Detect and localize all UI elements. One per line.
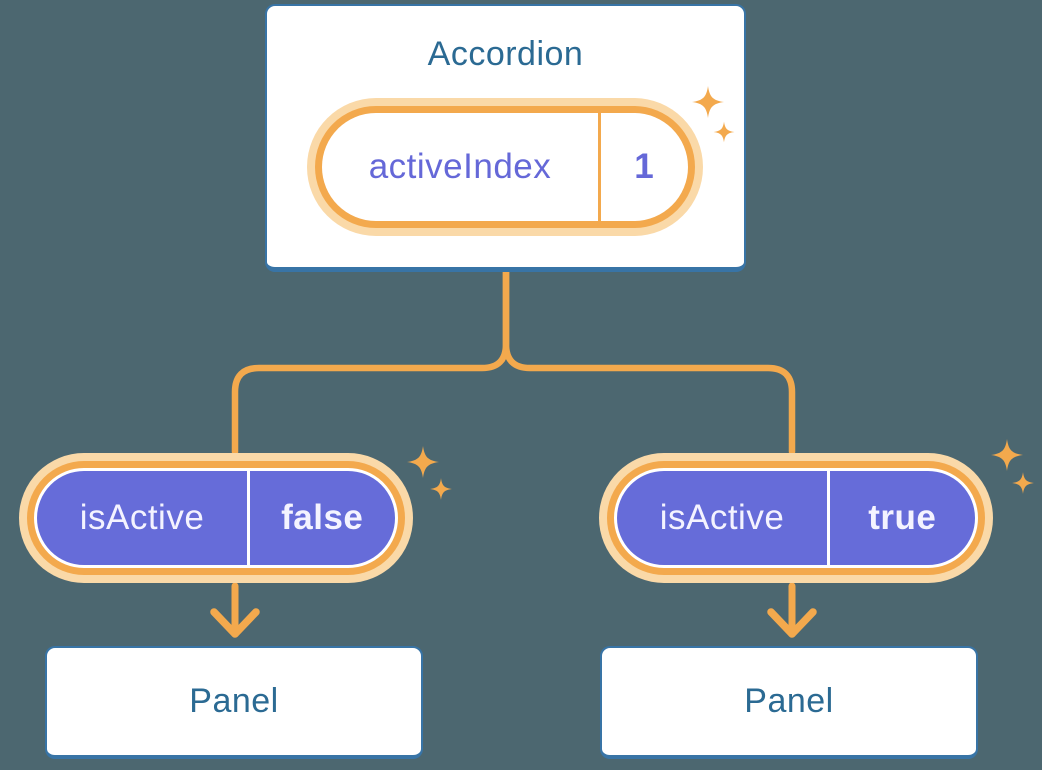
panel-title: Panel [744,682,834,720]
sparkles-icon [991,439,1034,494]
state-value-label: 1 [634,147,655,186]
arrow-left-head-icon [210,608,260,638]
prop-value-label: true [868,498,937,537]
arrow-right-head-icon [767,608,817,638]
state-pill-divider [598,113,601,221]
prop-pill-divider [827,471,830,565]
prop-pill-divider [247,471,250,565]
prop-name-label: isActive [79,498,205,537]
sparkles-icon [407,446,452,500]
state-name-label: activeIndex [368,147,552,186]
prop-name-label: isActive [659,498,785,537]
prop-pill-isactive-false: isActive false [34,468,398,568]
sparkles-icon [692,86,735,143]
state-pill-activeindex: activeIndex 1 [322,113,688,221]
prop-value-label: false [281,498,364,537]
accordion-title: Accordion [427,35,584,73]
panel-title: Panel [189,682,279,720]
branch-line-left [231,264,510,456]
prop-pill-isactive-true: isActive true [614,468,978,568]
panel-component-box-left: Panel [45,646,423,759]
panel-component-box-right: Panel [600,646,978,759]
branch-line-right [502,264,796,456]
